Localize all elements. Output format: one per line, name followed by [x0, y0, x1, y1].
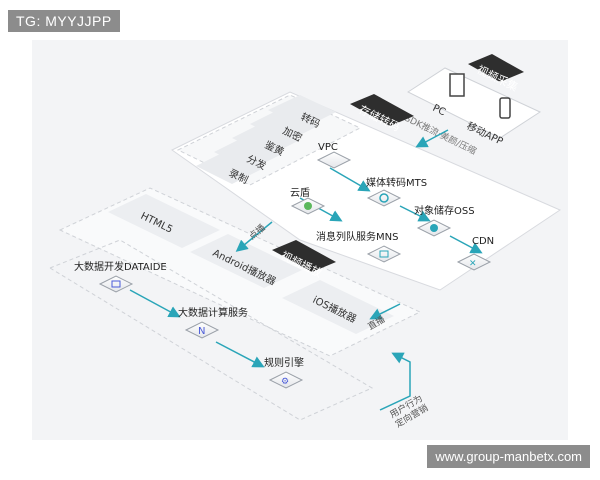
- player-bar: [190, 234, 302, 288]
- cloud-storage-icon: [430, 224, 438, 232]
- vpc-node: VPC: [316, 142, 352, 169]
- behavior-loop-arrow: [379, 352, 411, 411]
- capture-panel-tag: [468, 54, 524, 82]
- mts-node: 媒体转码MTS: [366, 176, 427, 207]
- mns-label: 消息列队服务MNS: [316, 230, 398, 243]
- vpc-label: VPC: [318, 142, 338, 153]
- compute-cube: [184, 321, 220, 339]
- rules-icon: ⚙: [281, 377, 289, 387]
- compute-node: N 大数据计算服务: [178, 306, 248, 339]
- service-nodes: VPC 云盾 媒体转码MTS 对象储存OSS 消息列队服务MNS ✕ CDN: [74, 142, 494, 389]
- rules-cube: [268, 371, 304, 389]
- transcode-icon: [379, 193, 389, 203]
- oss-to-cdn-arrow: [449, 235, 483, 254]
- player-bars: HTML5 Android播放器 iOS播放器: [108, 194, 394, 334]
- oss-label: 对象储存OSS: [414, 204, 475, 217]
- playback-panel-tag: [272, 240, 336, 272]
- transcode-item-bar: [196, 150, 264, 184]
- pc-label: PC: [431, 103, 448, 119]
- yundun-node: 云盾: [290, 187, 326, 215]
- pc-icon: [449, 73, 465, 97]
- queue-icon: [379, 250, 389, 258]
- cdn-node: ✕ CDN: [456, 236, 494, 271]
- watermark-top: TG: MYYJJPP: [8, 10, 120, 32]
- mns-node: 消息列队服务MNS: [316, 230, 402, 263]
- dataide-cube: [98, 275, 134, 293]
- capture-to-storage-arrow: [415, 129, 449, 148]
- mns-cube: [366, 245, 402, 263]
- transcode-item-bar: [214, 136, 282, 170]
- shield-icon: [304, 202, 312, 210]
- dataide-label: 大数据开发DATAIDE: [74, 260, 167, 273]
- transcode-items: 转码 加密 鉴黄 分发 录制: [196, 95, 336, 186]
- oss-node: 对象储存OSS: [414, 204, 475, 237]
- dataide-to-compute-arrow: [129, 289, 181, 318]
- compute-to-rules-arrow: [215, 341, 265, 368]
- mts-to-oss-arrow: [399, 205, 431, 222]
- storage-panel-tag: [350, 94, 414, 126]
- cdn-label: CDN: [472, 236, 494, 247]
- database-icon: [111, 280, 121, 288]
- flow-arrows: [129, 129, 483, 411]
- rules-label: 规则引擎: [264, 356, 304, 369]
- rules-node: ⚙ 规则引擎: [264, 356, 304, 389]
- player-bar: [108, 194, 220, 248]
- compute-icon: N: [198, 326, 205, 337]
- vod-arrow: [235, 221, 273, 252]
- capture-slab: [406, 67, 542, 139]
- analytics-slab: [48, 239, 374, 421]
- vpc-to-mts-arrow: [329, 167, 371, 192]
- player-bar: [282, 280, 394, 334]
- transcode-item-bar: [250, 108, 318, 142]
- mts-label: 媒体转码MTS: [366, 176, 427, 189]
- cdn-cube: [456, 253, 492, 271]
- watermark-bottom: www.group-manbetx.com: [427, 445, 590, 468]
- vpc-cube: [316, 151, 352, 169]
- transcode-item-bar: [232, 122, 300, 156]
- panel-labels: 视频采集 存储转码 视频播放: [272, 54, 524, 280]
- transcode-item-bar: [268, 95, 336, 128]
- dataide-node: 大数据开发DATAIDE: [74, 260, 167, 293]
- mobile-icon: [499, 97, 511, 119]
- compute-label: 大数据计算服务: [178, 306, 248, 319]
- network-icon: ✕: [469, 259, 477, 269]
- yundun-label: 云盾: [290, 187, 310, 199]
- mts-cube: [366, 189, 402, 207]
- live-arrow: [369, 303, 401, 320]
